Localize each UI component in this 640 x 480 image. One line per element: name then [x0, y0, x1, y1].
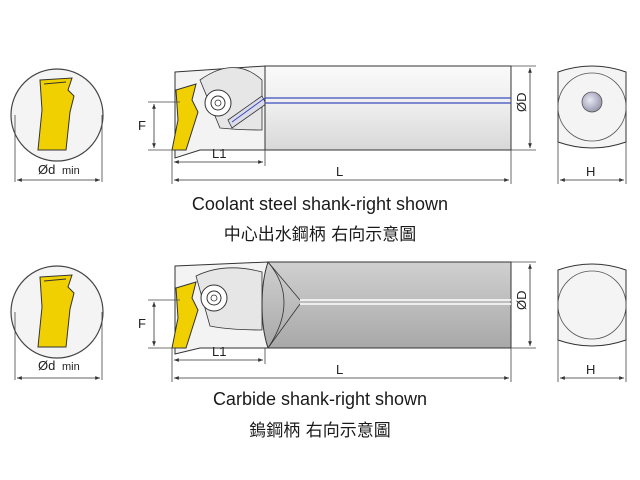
view-carbide: Ød min F L1 L — [10, 261, 627, 382]
dim-d-min-label: Ød — [38, 162, 55, 177]
caption-coolant-en: Coolant steel shank-right shown — [191, 194, 449, 214]
dim-f-label-2: F — [138, 316, 146, 331]
dim-f-label: F — [138, 118, 146, 133]
dim-l-label: L — [336, 164, 343, 179]
caption-carbide-en: Carbide shank-right shown — [212, 389, 428, 409]
caption-coolant-zh: 中心出水鋼柄 右向示意圖 — [223, 225, 417, 245]
dim-l1-label: L1 — [212, 146, 226, 161]
shank-end-view: H — [557, 65, 627, 184]
tool-side-view-2 — [171, 261, 512, 355]
dim-d-label-2: ØD — [514, 291, 529, 311]
dim-l-label-2: L — [336, 362, 343, 377]
dim-d-label: ØD — [514, 93, 529, 113]
insert-detail-view: Ød min — [10, 68, 104, 182]
tool-side-view — [171, 65, 512, 159]
dim-min-label-2: min — [62, 361, 80, 373]
dim-d-min-label-2: Ød — [38, 358, 55, 373]
dim-l1-label-2: L1 — [212, 344, 226, 359]
dim-h-label: H — [586, 164, 595, 179]
shank-end-view-2: H — [557, 263, 627, 382]
caption-carbide-zh: 鎢鋼柄 右向示意圖 — [249, 421, 391, 441]
view-coolant-steel: Ød min F L1 — [10, 65, 627, 184]
dim-h-label-2: H — [586, 362, 595, 377]
dim-min-label: min — [62, 165, 80, 177]
insert-detail-view-2: Ød min — [10, 265, 104, 380]
